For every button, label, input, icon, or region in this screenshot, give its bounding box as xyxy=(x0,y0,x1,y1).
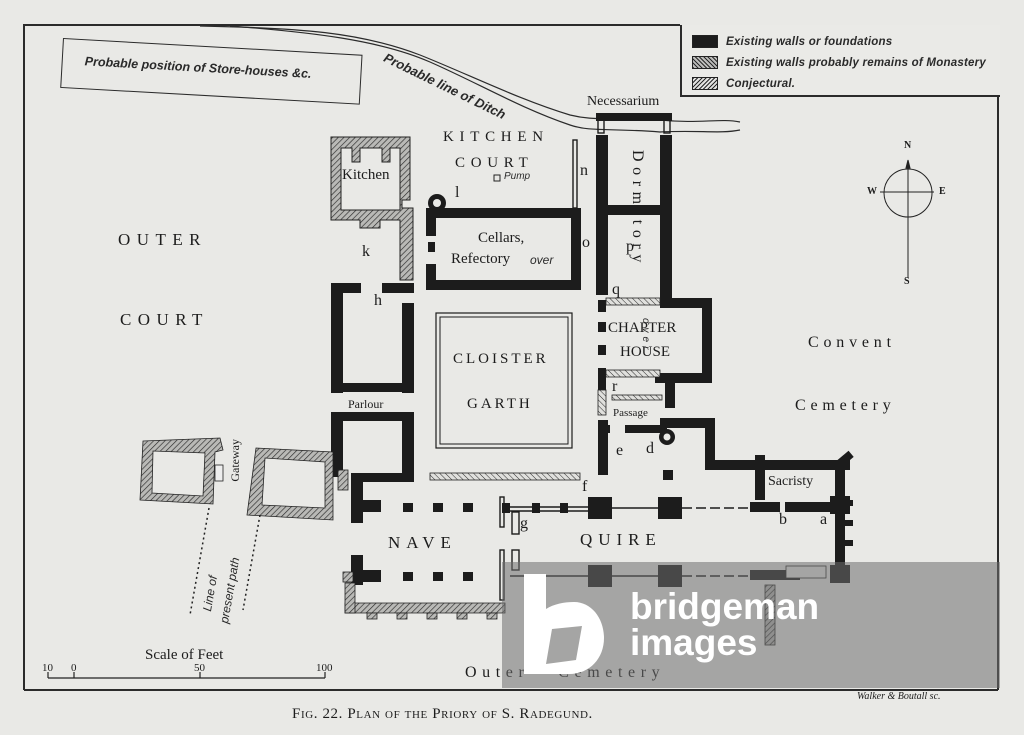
stair-turrets xyxy=(433,199,671,441)
scale-bar xyxy=(47,672,326,679)
compass-east: E xyxy=(939,186,946,197)
key-letter-r: r xyxy=(612,378,618,395)
key-letter-k: k xyxy=(362,243,370,260)
chapter-house-label-1: CHAPTER xyxy=(608,320,677,336)
convent-cemetery-label-1: Convent xyxy=(808,334,896,351)
compass-icon xyxy=(880,159,934,278)
compass-south: S xyxy=(904,276,910,287)
key-letter-f: f xyxy=(582,478,588,495)
key-letter-o: o xyxy=(582,234,590,251)
nave-label: NAVE xyxy=(388,533,457,552)
gateway-label: Gateway xyxy=(228,439,242,482)
key-letter-g: g xyxy=(520,515,528,532)
pump-icon xyxy=(493,174,501,182)
compass-west: W xyxy=(867,186,877,197)
cloister-label-2: GARTH xyxy=(467,396,533,412)
key-letter-h: h xyxy=(374,292,382,309)
passage-label: Passage xyxy=(613,407,648,419)
solid-wall-swatch-icon xyxy=(692,35,718,48)
scale-tick-0: 0 xyxy=(71,662,77,674)
legend-item-conjectural: Conjectural. xyxy=(692,77,795,90)
engraver-credit: Walker & Boutall sc. xyxy=(857,691,941,702)
hatched-wall-swatch-icon xyxy=(692,56,718,69)
key-letter-q: q xyxy=(612,281,620,298)
sacristy-label: Sacristy xyxy=(768,474,814,489)
watermark-overlay: bridgeman images xyxy=(502,562,1000,688)
outer-court-label-2: COURT xyxy=(120,310,209,329)
scale-tick-10: 10 xyxy=(42,662,53,674)
watermark-line1: bridgeman xyxy=(630,586,820,627)
bridgeman-logo-icon xyxy=(524,574,604,674)
kitchen-court-label-2: COURT xyxy=(455,155,534,171)
present-path-lines xyxy=(189,507,261,616)
conjectural-swatch-icon xyxy=(692,77,718,90)
convent-cemetery-label-2: Cemetery xyxy=(795,397,896,414)
necessarium-label: Necessarium xyxy=(587,94,660,109)
dormitory-over-label: over xyxy=(640,318,651,354)
key-letter-p: p xyxy=(626,238,634,255)
pump-label: Pump xyxy=(504,171,531,182)
outer-court-label-1: OUTER xyxy=(118,230,207,249)
scale-title: Scale of Feet xyxy=(145,647,224,663)
figure-caption: Fig. 22. Plan of the Priory of S. Radegu… xyxy=(292,706,593,722)
key-letter-e: e xyxy=(616,442,624,459)
chapter-house-label-2: HOUSE xyxy=(620,344,671,360)
watermark-line2: images xyxy=(630,622,758,663)
key-letter-l: l xyxy=(455,184,460,201)
cloister-garth-walk xyxy=(435,312,573,449)
key-letter-d: d xyxy=(646,440,654,457)
kitchen-walls xyxy=(330,136,414,281)
scale-tick-100: 100 xyxy=(316,662,333,674)
refectory-over-label: over xyxy=(530,253,554,267)
refectory-label: Refectory xyxy=(451,251,511,267)
legend: Existing walls or foundations Existing w… xyxy=(680,25,1000,97)
kitchen-label: Kitchen xyxy=(342,167,390,183)
existing-walls xyxy=(331,113,854,587)
quire-label: QUIRE xyxy=(580,530,662,549)
kitchen-court-label-1: KITCHEN xyxy=(443,129,549,145)
scale-tick-50: 50 xyxy=(194,662,205,674)
necessarium-walls xyxy=(596,113,672,121)
key-letter-a: a xyxy=(820,511,828,528)
legend-item-monastery: Existing walls probably remains of Monas… xyxy=(692,56,986,69)
dormitory-label: Dormitory xyxy=(629,150,646,268)
parlour-label: Parlour xyxy=(348,397,384,411)
key-letter-n: n xyxy=(580,162,588,179)
legend-item-existing: Existing walls or foundations xyxy=(692,35,892,48)
key-letter-b: b xyxy=(779,511,787,528)
compass-north: N xyxy=(904,140,912,151)
storehouses-label: Probable position of Store-houses &c. xyxy=(84,54,312,81)
cellars-label: Cellars, xyxy=(478,230,525,246)
cloister-label-1: CLOISTER xyxy=(453,351,549,367)
